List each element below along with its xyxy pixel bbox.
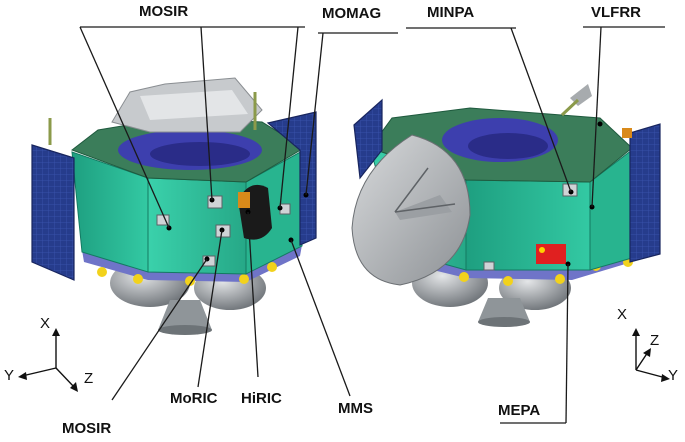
label-moric: MoRIC	[170, 390, 218, 407]
left-axis-z-label: Z	[84, 370, 94, 387]
left-axes	[18, 328, 78, 392]
right-solar-panel-right	[629, 123, 661, 263]
left-thrusters	[97, 262, 277, 286]
label-minpa: MINPA	[427, 4, 475, 21]
left-spacecraft	[31, 77, 317, 335]
left-solar-panel-left	[31, 144, 75, 281]
right-axes	[632, 328, 670, 382]
label-hiric: HiRIC	[241, 390, 282, 407]
left-side-wall-b	[147, 177, 247, 275]
right-axis-y-label: Y	[668, 367, 679, 384]
china-flag	[536, 244, 566, 264]
right-bottom-ring	[398, 250, 634, 280]
label-mosir-top: MOSIR	[139, 3, 189, 20]
left-solar-panel-right	[266, 111, 317, 246]
right-axis-x-label: X	[617, 306, 628, 323]
leader-lines	[79, 26, 665, 424]
label-mms: MMS	[338, 400, 373, 417]
right-spacecraft	[351, 84, 661, 327]
left-axis-x-label: X	[40, 315, 51, 332]
right-solar-panel-left	[353, 98, 383, 180]
left-engine-nozzle	[158, 300, 212, 330]
label-mosir-bottom: MOSIR	[62, 420, 112, 437]
right-engine-nozzle	[478, 298, 530, 322]
left-axis-y-label: Y	[4, 367, 15, 384]
label-vlfrr: VLFRR	[591, 4, 641, 21]
right-axis-z-label: Z	[650, 332, 660, 349]
label-momag: MOMAG	[322, 5, 382, 22]
label-mepa: MEPA	[498, 402, 541, 419]
